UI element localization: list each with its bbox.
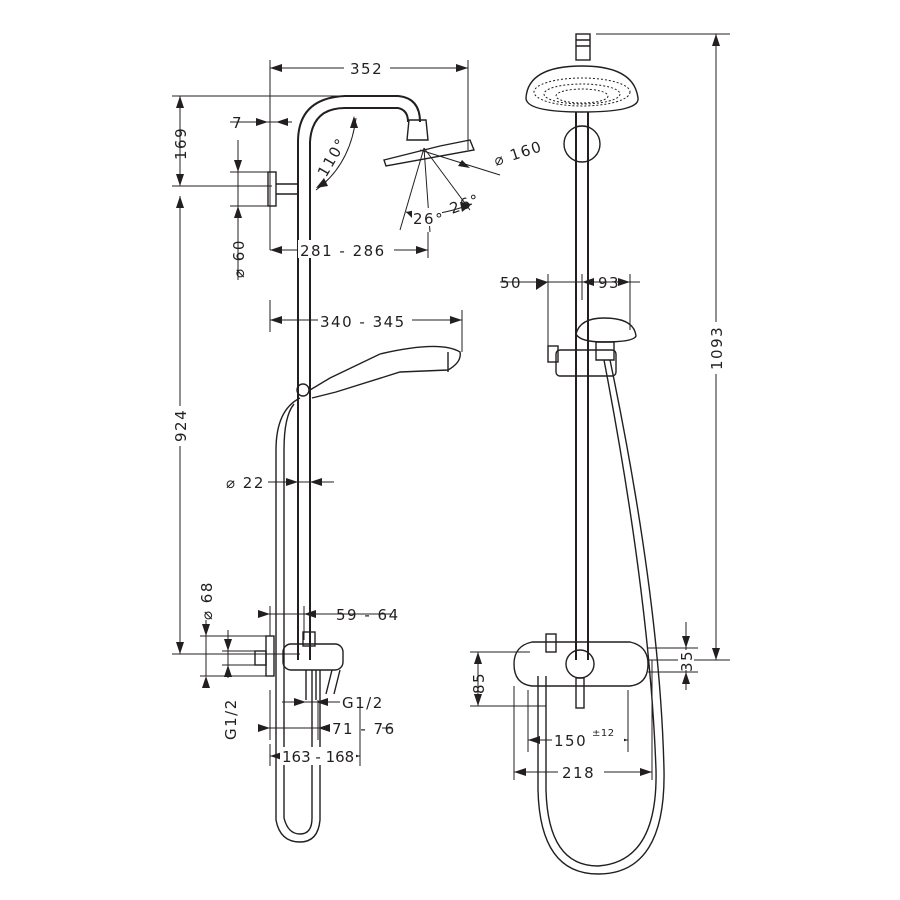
dim-150-tolerance: ±12 <box>592 728 615 739</box>
side-head-joint <box>406 119 429 141</box>
side-mixer-body <box>282 643 344 671</box>
side-hose <box>275 397 321 843</box>
dim-110deg: 110° <box>314 135 351 180</box>
front-mixer-lever <box>575 677 585 709</box>
side-head-shower <box>383 139 475 167</box>
dim-59-64: 59 - 64 <box>336 606 400 624</box>
dim-169: 169 <box>172 127 190 160</box>
dim-281-286: 281 - 286 <box>300 242 386 260</box>
dim-26deg-b: 26° <box>447 190 482 218</box>
side-mixer-wall-plate <box>265 635 275 677</box>
dim-93: 93 <box>598 274 620 292</box>
front-view <box>513 33 665 875</box>
dim-150: 150 <box>554 732 587 750</box>
front-view-dimensions: 1093 50 93 85 35 150 ±12 218 <box>470 33 730 782</box>
front-head-shower <box>525 65 639 113</box>
dim-7: 7 <box>232 114 243 132</box>
front-hose <box>545 359 657 867</box>
front-mixer-body <box>513 641 649 687</box>
dim-352: 352 <box>350 60 383 78</box>
front-riser-pipe <box>575 112 589 660</box>
side-mixer-lever <box>325 669 341 695</box>
front-hand-shower-head <box>575 317 637 343</box>
dim-71-76: 71 - 76 <box>332 720 396 738</box>
front-top-fitting <box>575 33 591 61</box>
dim-924: 924 <box>172 409 190 442</box>
dim-dia-22: ⌀ 22 <box>226 474 265 492</box>
side-view-dimensions: 352 169 7 110° ⌀ 160 26° 26° ⌀ 60 <box>170 58 545 766</box>
side-riser-pipe <box>297 95 421 660</box>
dim-dia-68: ⌀ 68 <box>198 581 216 620</box>
dim-g12-left: G1/2 <box>222 698 240 740</box>
dim-26deg-a: 26° <box>413 210 444 228</box>
dim-340-345: 340 - 345 <box>320 313 406 331</box>
dim-dia-60: ⌀ 60 <box>230 239 248 278</box>
dim-163-168: 163 - 168 <box>282 748 354 766</box>
front-wall-bracket <box>563 125 601 163</box>
dim-g12-right: G1/2 <box>342 694 384 712</box>
side-hand-shower <box>309 345 461 399</box>
front-slider <box>555 349 617 377</box>
side-mixer-inlet <box>254 650 267 666</box>
dim-35: 35 <box>678 650 696 672</box>
dim-1093: 1093 <box>708 326 726 370</box>
dim-85: 85 <box>470 672 488 694</box>
dim-50: 50 <box>500 274 522 292</box>
side-wall-bracket <box>267 171 277 207</box>
side-riser-pipe-inner <box>309 107 409 660</box>
dim-218: 218 <box>562 764 595 782</box>
dim-dia-160: ⌀ 160 <box>492 137 545 170</box>
front-mixer-knob <box>565 649 595 679</box>
side-holder-knob <box>296 383 310 397</box>
